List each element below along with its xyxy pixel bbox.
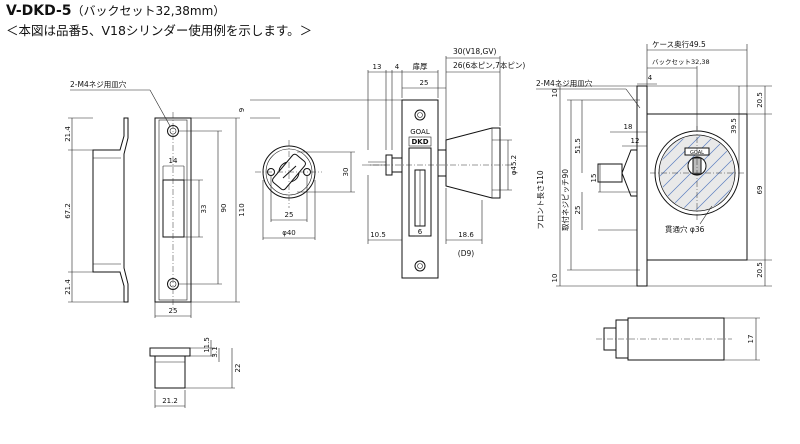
dim-39-5: 39.5 xyxy=(730,118,738,134)
brand-dkd: DKD xyxy=(411,138,428,146)
backset-subtitle: （バックセット32,38mm） xyxy=(71,4,226,18)
dim-33: 33 xyxy=(200,205,208,214)
dim-67-2: 67.2 xyxy=(64,203,72,219)
dim-4-right: 4 xyxy=(648,74,653,82)
dim-25-rose: 25 xyxy=(285,211,294,219)
dim-21-4-top: 21.4 xyxy=(64,126,72,142)
dim-51-5: 51.5 xyxy=(574,138,582,154)
dim-20-5-top: 20.5 xyxy=(756,92,764,108)
model-number: V-DKD-5 xyxy=(6,3,72,19)
dim-6: 6 xyxy=(418,228,423,236)
dim-25-plate: 25 xyxy=(169,307,178,315)
label-case-depth: ケース奥行49.5 xyxy=(652,39,706,49)
dim-69: 69 xyxy=(756,186,764,195)
dim-21-2: 21.2 xyxy=(162,397,178,405)
label-door-thickness: 扉厚 xyxy=(413,61,428,71)
label-cylinder-length-1: 30(V18,GV) xyxy=(453,47,496,56)
dim-9: 9 xyxy=(238,108,246,112)
dim-10-bottom: 10 xyxy=(551,274,559,283)
dim-18-6: 18.6 xyxy=(458,231,474,239)
label-front-length: フロント長さ110 xyxy=(536,170,545,230)
label-through-hole: 貫通穴 φ36 xyxy=(665,224,705,234)
dim-25-right: 25 xyxy=(574,206,582,215)
dim-25-side: 25 xyxy=(420,79,429,87)
front-plate-view: 21.4 67.2 21.4 2-M4ネジ用皿穴 14 33 90 110 25 xyxy=(64,79,246,318)
dim-22: 22 xyxy=(234,364,242,373)
bolt-view: 17 xyxy=(596,317,760,361)
label-cylinder-length-2: 26(6本ピン,7本ピン) xyxy=(453,60,525,70)
label-screw-hole-left: 2-M4ネジ用皿穴 xyxy=(70,79,127,89)
dim-4-side: 4 xyxy=(395,63,400,71)
dim-90: 90 xyxy=(220,204,228,213)
strike-view: 11.5 3.1 22 21.2 xyxy=(149,337,242,408)
dim-12: 12 xyxy=(631,137,640,145)
brand-goal: GOAL xyxy=(410,128,430,136)
label-mount-pitch: 取付ネジピッチ90 xyxy=(560,169,570,231)
drawing-title: V-DKD-5（バックセット32,38mm） xyxy=(6,2,225,19)
dim-20-5-bottom: 20.5 xyxy=(756,262,764,278)
dim-30-rose: 30 xyxy=(342,168,350,177)
label-d9: (D9) xyxy=(458,249,474,258)
dim-15: 15 xyxy=(590,174,598,183)
drawing-note: ＜本図は品番5、V18シリンダー使用例を示します。＞ xyxy=(6,23,313,38)
dim-13: 13 xyxy=(373,63,382,71)
case-right-view: GOAL 貫通穴 φ36 ケース奥行49.5 バックセット32,38 2-M4ネ… xyxy=(536,39,772,287)
dim-phi-45-2: φ45.2 xyxy=(510,155,518,175)
thumbturn-rose-view: 30 25 φ40 xyxy=(255,140,355,240)
dim-3-1: 3.1 xyxy=(211,346,219,357)
dim-11-5: 11.5 xyxy=(203,337,211,353)
dim-10-5: 10.5 xyxy=(370,231,386,239)
dim-110: 110 xyxy=(238,203,246,216)
dim-21-4-bottom: 21.4 xyxy=(64,279,72,295)
dim-10-top: 10 xyxy=(551,89,559,98)
dim-17: 17 xyxy=(747,335,755,344)
dim-phi-40: φ40 xyxy=(282,229,296,237)
label-backset: バックセット32,38 xyxy=(652,58,710,66)
side-section-view: GOAL DKD 13 4 扉厚 30(V18,GV) 26(6本ピン xyxy=(238,47,525,279)
dim-18: 18 xyxy=(624,123,633,131)
label-screw-hole-right: 2-M4ネジ用皿穴 xyxy=(536,78,593,88)
dim-14: 14 xyxy=(169,157,178,165)
